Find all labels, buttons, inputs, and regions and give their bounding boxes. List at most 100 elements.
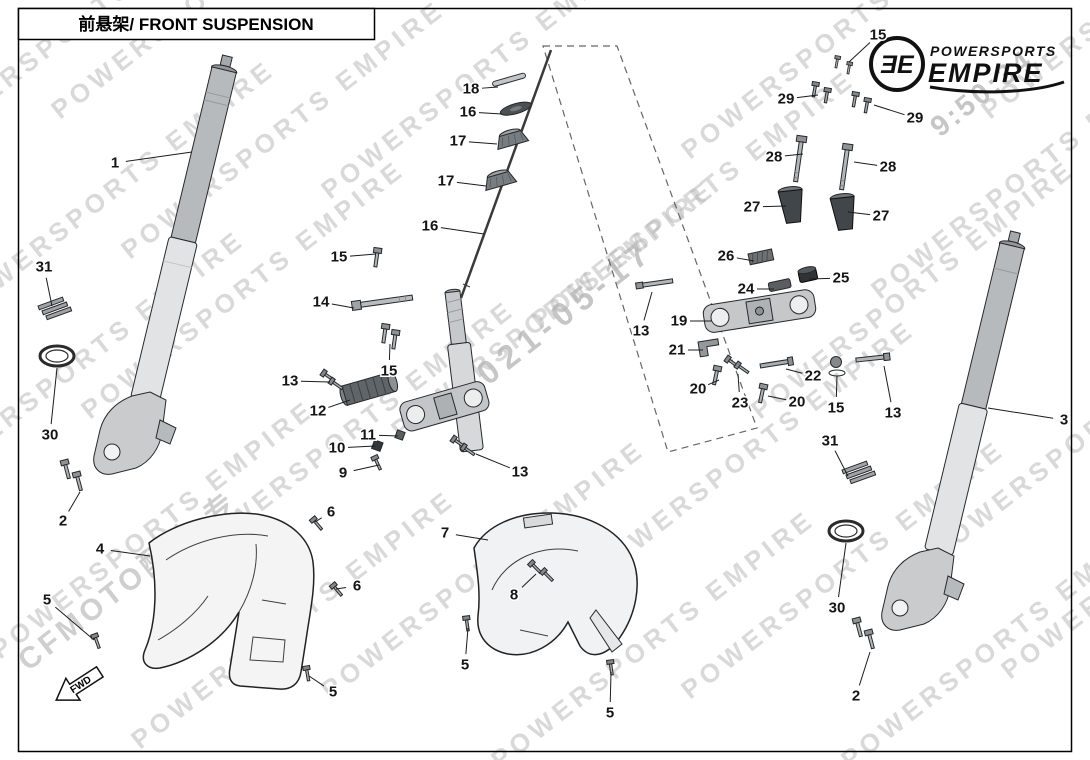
callout-13: 13 [512, 464, 529, 481]
callout-30: 30 [42, 427, 59, 444]
stem-bolt-14 [350, 294, 414, 312]
callout-20: 20 [789, 394, 806, 411]
callout-15: 15 [870, 27, 887, 44]
leader-line-28 [853, 161, 878, 166]
leader-line-30 [50, 367, 58, 425]
callout-15: 15 [331, 249, 348, 266]
callout-10: 10 [329, 440, 346, 457]
leader-line-6 [314, 517, 322, 523]
dust-ring-left [38, 344, 76, 368]
screw-5-b [302, 664, 313, 682]
callout-15: 15 [381, 363, 398, 380]
riser-clamp-27-b [829, 193, 855, 231]
screw-6-a [308, 515, 325, 533]
callout-16: 16 [460, 104, 477, 121]
logo-underline-swoosh [929, 80, 1065, 94]
leader-line-31 [45, 277, 53, 307]
leader-line-23 [737, 373, 740, 393]
leader-line-16 [478, 112, 503, 115]
callout-25: 25 [833, 270, 850, 287]
callout-31: 31 [36, 259, 53, 276]
logo-monogram: ƎE [880, 51, 915, 79]
callout-6: 6 [327, 504, 335, 521]
callout-8: 8 [510, 587, 518, 604]
callout-15: 15 [828, 400, 845, 417]
fork-leg-right [881, 230, 1026, 631]
leader-line-15 [388, 343, 391, 361]
callout-13: 13 [282, 373, 299, 390]
leader-line-5 [308, 675, 325, 687]
title-block: 前悬架/ FRONT SUSPENSION [17, 7, 376, 41]
leader-line-17 [468, 141, 498, 145]
logo-circle-icon [869, 36, 925, 92]
stem-knurled-sleeve [339, 371, 399, 406]
screw-5-a [90, 632, 103, 650]
callout-4: 4 [96, 541, 105, 558]
seal-stack-right [841, 460, 877, 485]
bolt-13-c [635, 278, 674, 290]
taper-bearing-lower [485, 169, 518, 192]
leader-line-27 [847, 211, 871, 216]
taper-bearing-upper [497, 128, 530, 151]
seal-stack-left [37, 296, 73, 321]
lower-triple-clamp [399, 381, 490, 432]
callout-14: 14 [313, 294, 330, 311]
callout-3: 3 [1060, 412, 1068, 429]
upper-triple-clamp [702, 289, 817, 333]
screw-29-b2 [861, 96, 872, 114]
leader-line-11 [378, 434, 399, 437]
callout-28: 28 [766, 149, 783, 166]
diagram-layer: FWD [37, 45, 1026, 701]
cap-25 [797, 266, 819, 283]
leader-line-15 [349, 253, 377, 257]
leader-line-22 [785, 368, 803, 374]
callout-24: 24 [738, 281, 755, 298]
leader-line-20 [767, 395, 787, 401]
bracket-21 [697, 338, 720, 358]
leader-line-15 [835, 375, 838, 398]
rod-22 [759, 356, 795, 369]
leader-line-3 [987, 407, 1054, 419]
axle-bolt-right-1 [851, 616, 866, 638]
bolt-15-b2 [388, 328, 401, 350]
leader-line-5 [465, 627, 469, 655]
callout-5: 5 [43, 592, 51, 609]
leader-line-15 [848, 42, 871, 63]
leader-line-26 [736, 257, 755, 262]
axle-bolt-left-1 [59, 458, 74, 480]
leader-line-6 [335, 587, 347, 590]
callout-28: 28 [880, 159, 897, 176]
bolt-15-b1 [378, 322, 391, 344]
callout-13: 13 [633, 323, 650, 340]
callout-1: 1 [111, 155, 119, 172]
callout-2: 2 [59, 513, 67, 530]
callout-16: 16 [422, 218, 439, 235]
callout-27: 27 [873, 208, 890, 225]
leader-line-13 [475, 453, 511, 469]
callout-18: 18 [463, 81, 480, 98]
callout-17: 17 [450, 133, 467, 150]
callout-5: 5 [329, 684, 337, 701]
callout-21: 21 [669, 342, 686, 359]
riser-clamp-27-a [777, 186, 803, 224]
leader-line-2 [858, 651, 871, 686]
dashed-projection-box [542, 45, 758, 453]
fork-leg-left [93, 54, 238, 475]
dust-ring-right [827, 519, 865, 543]
logo-line1: POWERSPORTS [930, 43, 1057, 59]
leader-line-13 [300, 380, 331, 383]
leader-line-8 [521, 573, 537, 588]
leader-line-5 [609, 671, 612, 703]
leader-line-16 [440, 227, 485, 235]
nut-11 [394, 429, 406, 441]
callout-19: 19 [671, 313, 688, 330]
callout-29: 29 [778, 91, 795, 108]
fork-lower-casting-right [881, 547, 955, 631]
leader-line-27 [762, 205, 787, 208]
bolt-13-a2 [327, 376, 345, 392]
leader-line-18 [481, 86, 499, 89]
leader-line-1 [125, 151, 193, 162]
leader-line-20 [707, 379, 720, 386]
spring-26 [747, 248, 775, 266]
